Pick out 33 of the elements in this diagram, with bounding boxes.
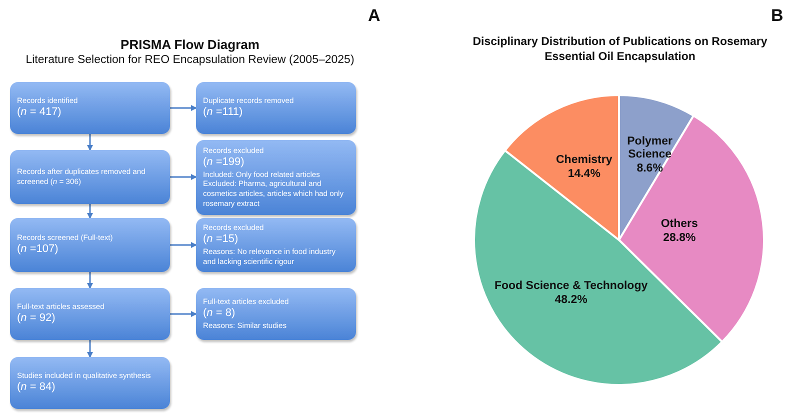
arrow [87,340,93,358]
arrow [87,204,93,219]
process-box [10,357,170,409]
arrow [170,242,197,248]
process-box [196,140,356,215]
box-text: (n = 84) [17,381,56,395]
process-box [10,150,170,204]
process-box [10,288,170,340]
arrow [87,134,93,151]
process-box [10,82,170,134]
arrow [87,272,93,289]
slice-label: Others 28.8% [660,218,698,246]
process-box [196,288,356,340]
box-text: (n = 417) [17,106,62,120]
box-text: (n =199) [203,156,246,170]
box-text: (n = 8) [203,307,236,321]
arrow [170,174,197,180]
diagram-title: PRISMA Flow Diagram [120,37,260,52]
panel-letter: B [771,6,784,26]
panel-letter: A [368,6,380,26]
arrow [170,311,197,317]
box-text: (n =107) [17,243,60,257]
process-box [196,218,356,272]
arrow [170,105,197,111]
box-text: (n =15) [203,233,240,247]
chart-title: Disciplinary Distribution of Publications on Rosemary Essential Oil Encapsulation [472,35,768,65]
slice-label: Chemistry 14.4% [556,154,612,182]
slice-label: Food Science & Technology 48.2% [494,280,648,308]
diagram-subtitle: Literature Selection for REO Encapsulation Review (2005–2025) [24,54,356,66]
process-box [10,218,170,272]
box-text: (n = 92) [17,312,56,326]
box-text: (n =111) [203,106,244,120]
process-box [196,82,356,134]
